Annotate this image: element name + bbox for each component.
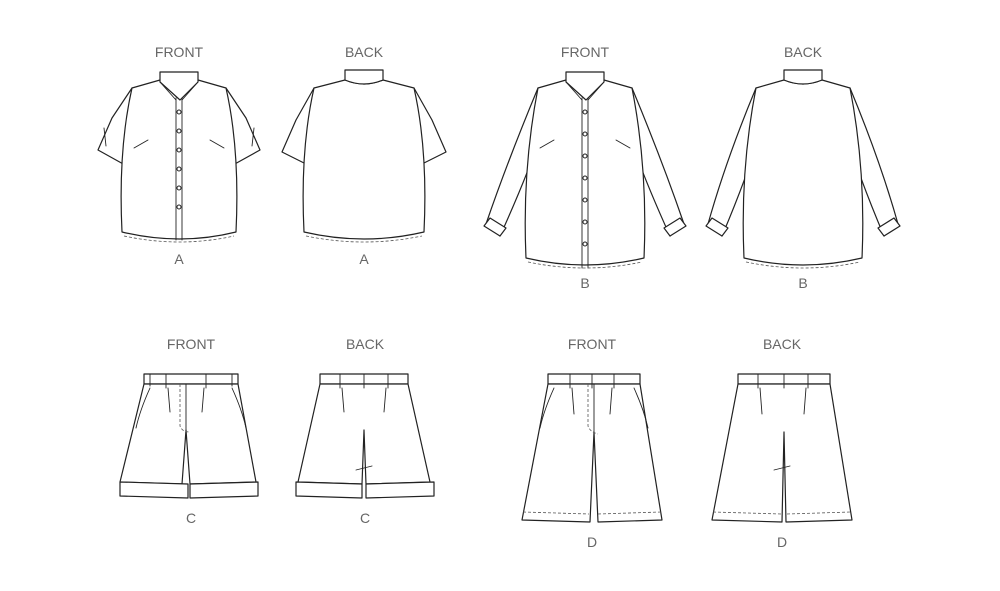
label-a-back: A: [359, 251, 369, 267]
shorts-c-back-drawing: [295, 373, 435, 499]
caption-a-back: BACK: [345, 44, 384, 60]
caption-d-back: BACK: [763, 336, 802, 352]
view-d-front: FRONT D: [521, 336, 663, 550]
view-c-back: BACK C: [295, 336, 435, 526]
shirt-a-back-drawing: [281, 69, 447, 243]
view-c-front: FRONT C: [119, 336, 259, 526]
caption-a-front: FRONT: [155, 44, 204, 60]
caption-c-front: FRONT: [167, 336, 216, 352]
view-a-front: FRONT A: [97, 44, 261, 267]
label-c-back: C: [360, 510, 370, 526]
view-a-back: BACK A: [281, 44, 447, 267]
shorts-c-front-drawing: [119, 373, 259, 499]
label-d-front: D: [587, 534, 597, 550]
shirt-b-front-drawing: [483, 71, 687, 269]
shorts-d-front-drawing: [521, 373, 663, 523]
shirt-b-back-drawing: [705, 69, 901, 269]
label-b-back: B: [798, 275, 807, 291]
label-b-front: B: [580, 275, 589, 291]
shirt-a-front-drawing: [97, 71, 261, 243]
label-d-back: D: [777, 534, 787, 550]
label-c-front: C: [186, 510, 196, 526]
caption-d-front: FRONT: [568, 336, 617, 352]
label-a-front: A: [174, 251, 184, 267]
caption-b-front: FRONT: [561, 44, 610, 60]
view-b-back: BACK B: [705, 44, 901, 291]
shorts-d-back-drawing: [711, 373, 853, 523]
view-d-back: BACK D: [711, 336, 853, 550]
caption-c-back: BACK: [346, 336, 385, 352]
caption-b-back: BACK: [784, 44, 823, 60]
view-b-front: FRONT B: [483, 44, 687, 291]
